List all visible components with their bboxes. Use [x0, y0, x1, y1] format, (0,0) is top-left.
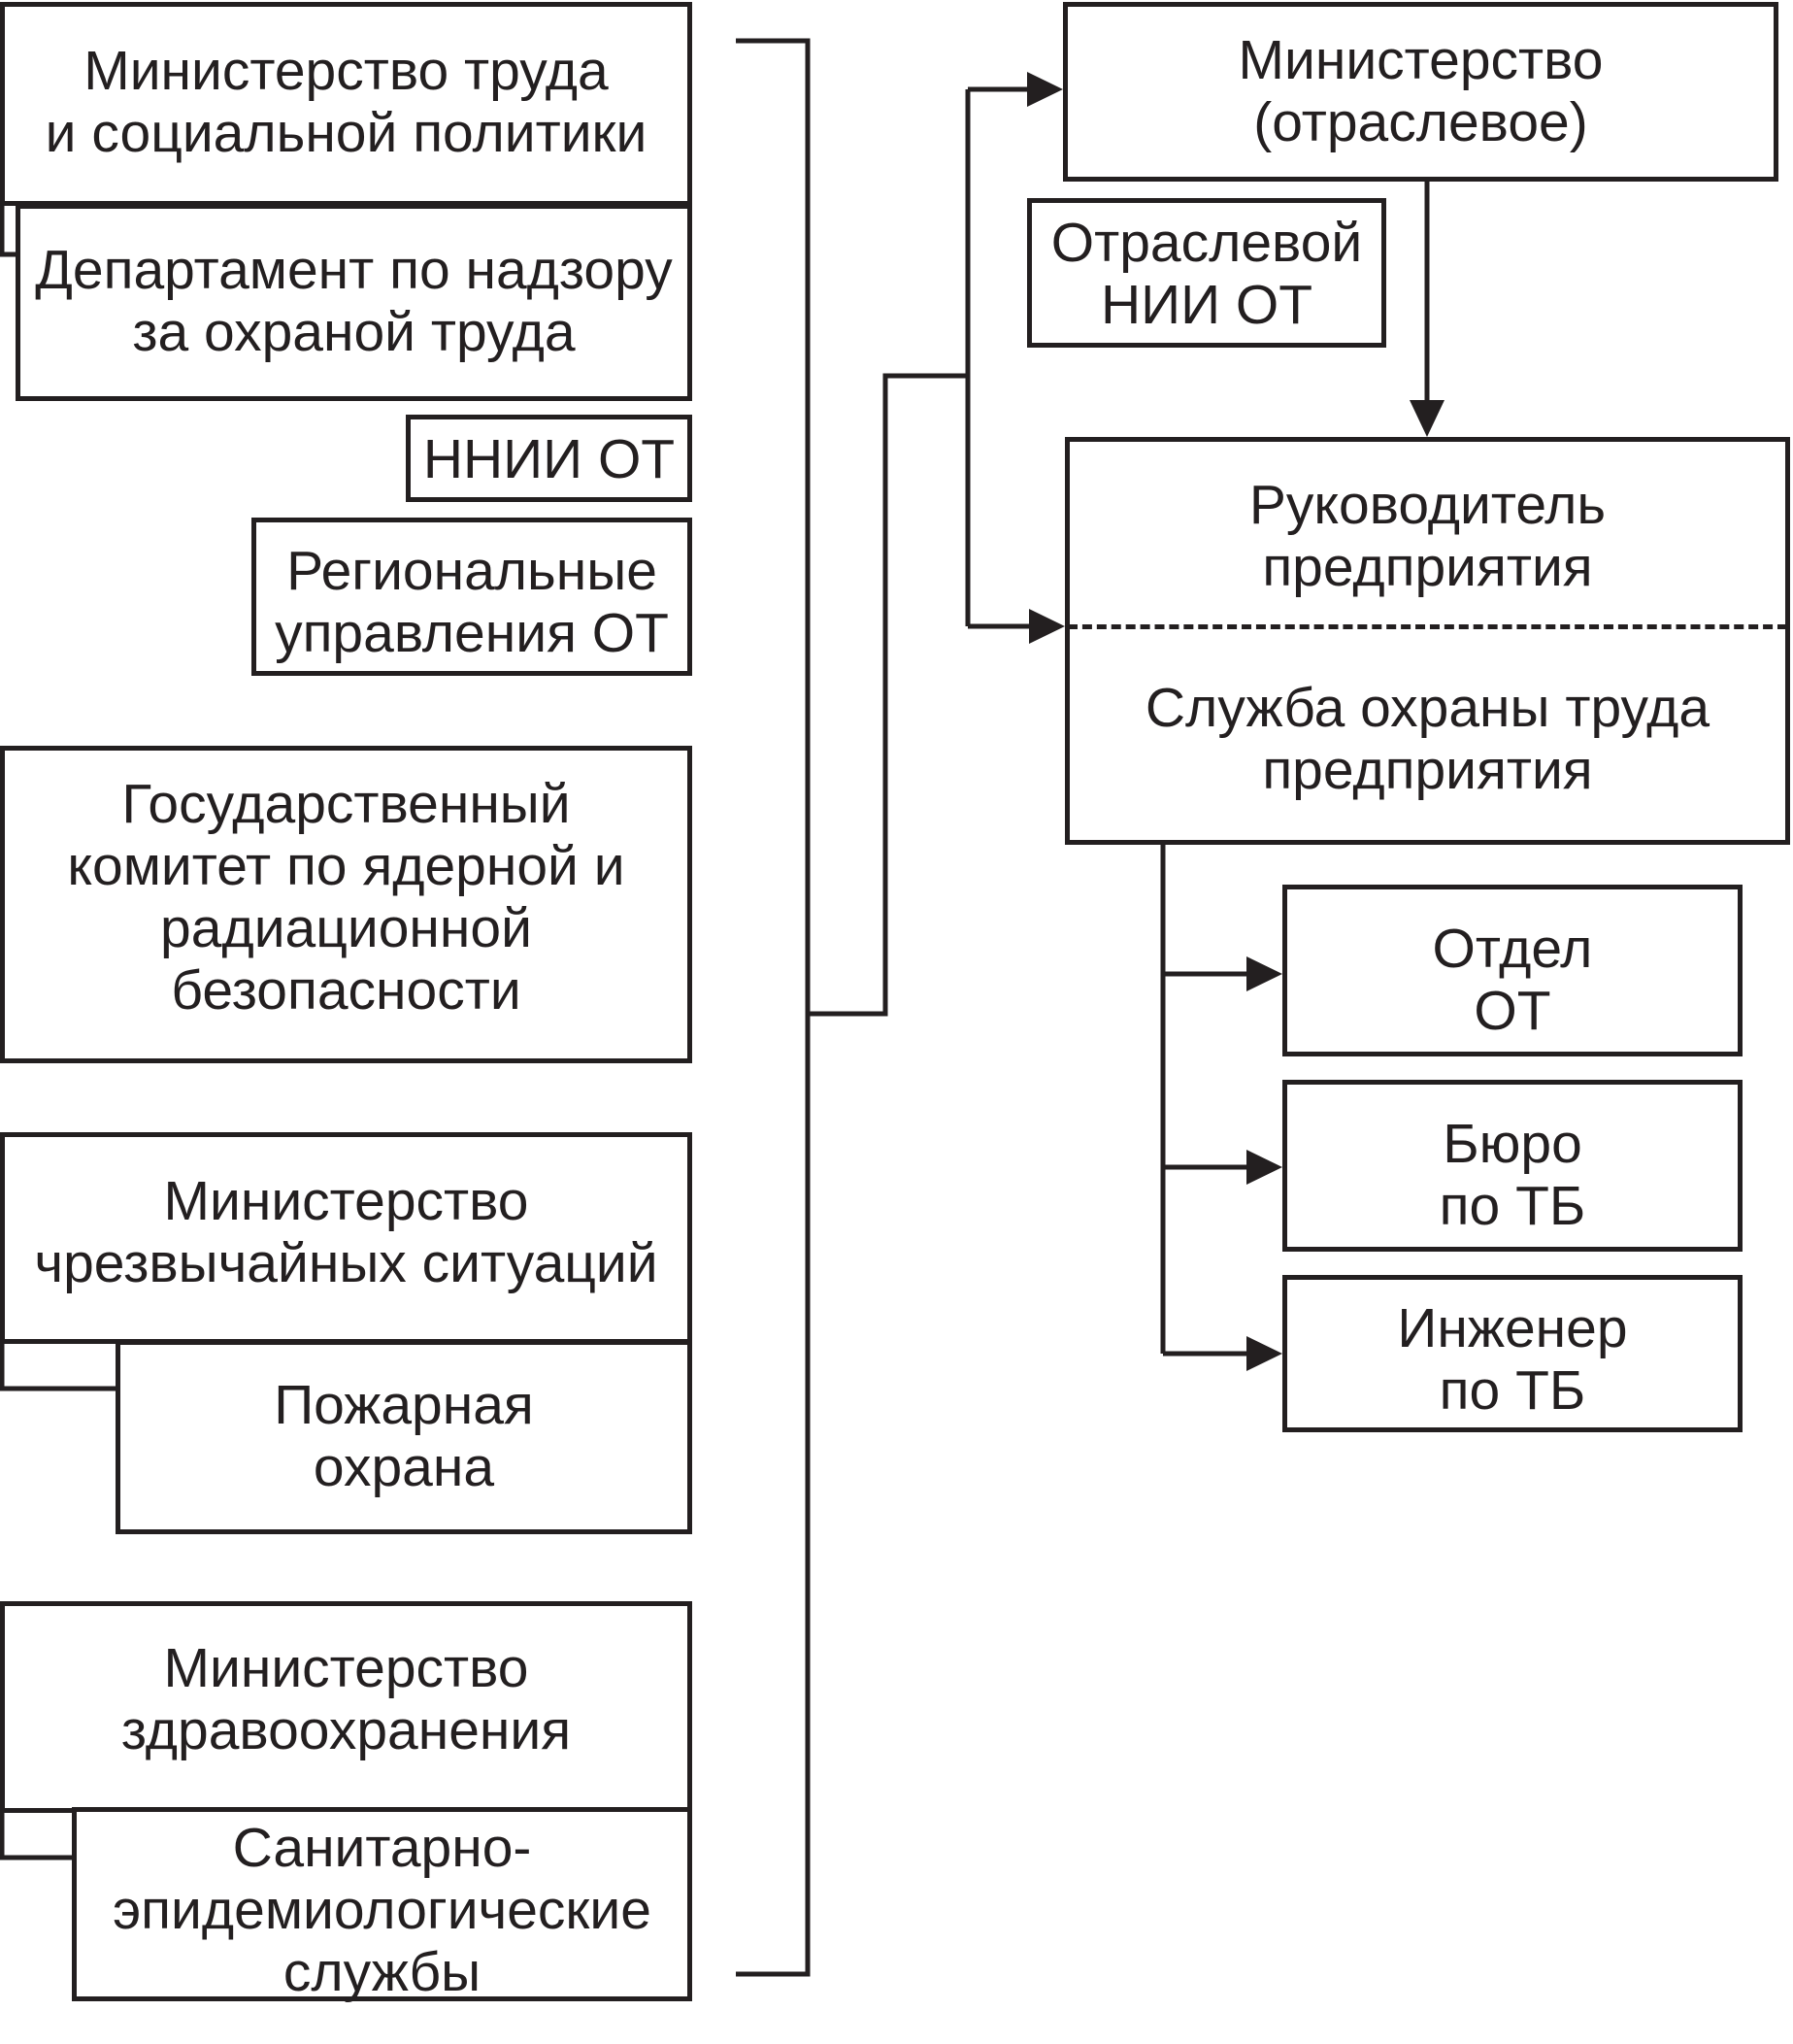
labor-ministry-line-2: и социальной политики	[45, 102, 647, 164]
branch-ministry-line-1: Министерство	[1238, 29, 1604, 91]
labor-ministry-line-1: Министерство труда	[83, 40, 609, 102]
nuclear-committee-line-1: Государственный	[121, 773, 571, 835]
nuclear-committee-line-2: комитет по ядерной и	[67, 835, 625, 897]
fire-service-line-1: Пожарная	[274, 1374, 534, 1436]
nuclear-committee-box: Государственный комитет по ядерной и рад…	[0, 746, 692, 1063]
fire-service-title: Пожарная охрана	[120, 1374, 687, 1498]
labor-department-box: Департамент по надзору за охраной труда	[16, 204, 692, 401]
arrow-to-tb-bureau	[1246, 1150, 1282, 1185]
emergency-ministry-box: Министерство чрезвычайных ситуаций	[0, 1132, 692, 1344]
nuclear-committee-line-4: безопасности	[171, 959, 521, 1022]
nuclear-committee-line-3: радиационной	[160, 897, 532, 959]
labor-ministry-box: Министерство труда и социальной политики	[0, 2, 692, 206]
enterprise-head-line-1: Руководитель	[1248, 474, 1607, 536]
sanitary-services-title: Санитарно- эпидемиологические службы	[77, 1817, 687, 2003]
enterprise-safety-service-line-2: предприятия	[1262, 739, 1593, 801]
branch-institute-box: Отраслевой НИИ ОТ	[1027, 198, 1386, 348]
branch-ministry-line-2: (отраслевое)	[1253, 91, 1588, 153]
enterprise-head-line-2: предприятия	[1262, 536, 1593, 598]
ot-department-line-2: ОТ	[1474, 980, 1551, 1042]
regional-offices-box: Региональные управления ОТ	[251, 518, 692, 676]
sanitary-services-box: Санитарно- эпидемиологические службы	[72, 1807, 692, 2003]
arrow-to-ot-department	[1246, 956, 1282, 991]
ot-department-box: Отдел ОТ	[1282, 885, 1743, 1056]
arrow-branch-ministry-down	[1410, 400, 1444, 437]
branch-institute-line-1: Отраслевой	[1050, 212, 1363, 274]
ot-department-line-1: Отдел	[1432, 918, 1593, 980]
labor-department-line-1: Департамент по надзору	[35, 239, 673, 301]
enterprise-divider	[1068, 624, 1787, 629]
tb-bureau-line-1: Бюро	[1443, 1113, 1582, 1175]
sanitary-services-line-3: службы	[282, 1941, 481, 2003]
labor-department-line-2: за охраной труда	[132, 301, 576, 363]
fire-service-line-2: охрана	[313, 1436, 495, 1498]
health-ministry-title: Министерство здравоохранения	[5, 1637, 687, 1761]
nuclear-committee-title: Государственный комитет по ядерной и рад…	[5, 773, 687, 1022]
emergency-to-fire-link	[0, 1344, 116, 1391]
nnii-box: ННИИ ОТ	[406, 415, 692, 502]
branch-institute-title: Отраслевой НИИ ОТ	[1032, 212, 1381, 336]
health-to-sanitary-link	[0, 1813, 72, 1860]
branch-ministry-title: Министерство (отраслевое)	[1068, 29, 1774, 153]
labor-ministry-to-department-link	[0, 204, 16, 257]
tb-engineer-box: Инженер по ТБ	[1282, 1275, 1743, 1432]
regional-offices-line-1: Региональные	[286, 540, 657, 602]
tb-bureau-line-2: по ТБ	[1439, 1175, 1586, 1237]
sanitary-services-line-1: Санитарно-	[232, 1817, 532, 1879]
tb-bureau-box: Бюро по ТБ	[1282, 1080, 1743, 1252]
arrow-to-enterprise	[1029, 609, 1065, 644]
tb-engineer-line-2: по ТБ	[1439, 1359, 1586, 1422]
emergency-ministry-line-2: чрезвычайных ситуаций	[34, 1232, 658, 1294]
health-ministry-line-1: Министерство	[163, 1637, 529, 1699]
nnii-title: ННИИ ОТ	[422, 428, 676, 490]
health-ministry-line-2: здравоохранения	[120, 1699, 572, 1761]
regional-offices-line-2: управления ОТ	[275, 602, 669, 664]
state-bodies-bracket	[736, 38, 811, 1977]
branch-institute-line-2: НИИ ОТ	[1100, 274, 1313, 336]
ot-department-title: Отдел ОТ	[1287, 918, 1738, 1042]
branch-ministry-box: Министерство (отраслевое)	[1063, 2, 1778, 182]
enterprise-safety-service-line-1: Служба охраны труда	[1145, 677, 1710, 739]
sanitary-services-line-2: эпидемиологические	[113, 1879, 651, 1941]
labor-ministry-title: Министерство труда и социальной политики	[5, 40, 687, 164]
tb-bureau-title: Бюро по ТБ	[1287, 1113, 1738, 1237]
fire-service-box: Пожарная охрана	[116, 1340, 692, 1534]
labor-department-title: Департамент по надзору за охраной труда	[20, 239, 687, 363]
regional-offices-title: Региональные управления ОТ	[256, 540, 687, 664]
bracket-to-enterprise-link	[808, 373, 968, 1017]
emergency-ministry-title: Министерство чрезвычайных ситуаций	[5, 1170, 687, 1294]
arrow-to-tb-engineer	[1246, 1336, 1282, 1371]
enterprise-safety-service-title: Служба охраны труда предприятия	[1070, 677, 1785, 801]
tb-engineer-line-1: Инженер	[1397, 1297, 1628, 1359]
enterprise-box: Руководитель предприятия Служба охраны т…	[1065, 437, 1790, 845]
emergency-ministry-line-1: Министерство	[163, 1170, 529, 1232]
tb-engineer-title: Инженер по ТБ	[1287, 1297, 1738, 1422]
enterprise-head-title: Руководитель предприятия	[1070, 474, 1785, 598]
arrow-to-branch-ministry	[1027, 72, 1063, 107]
